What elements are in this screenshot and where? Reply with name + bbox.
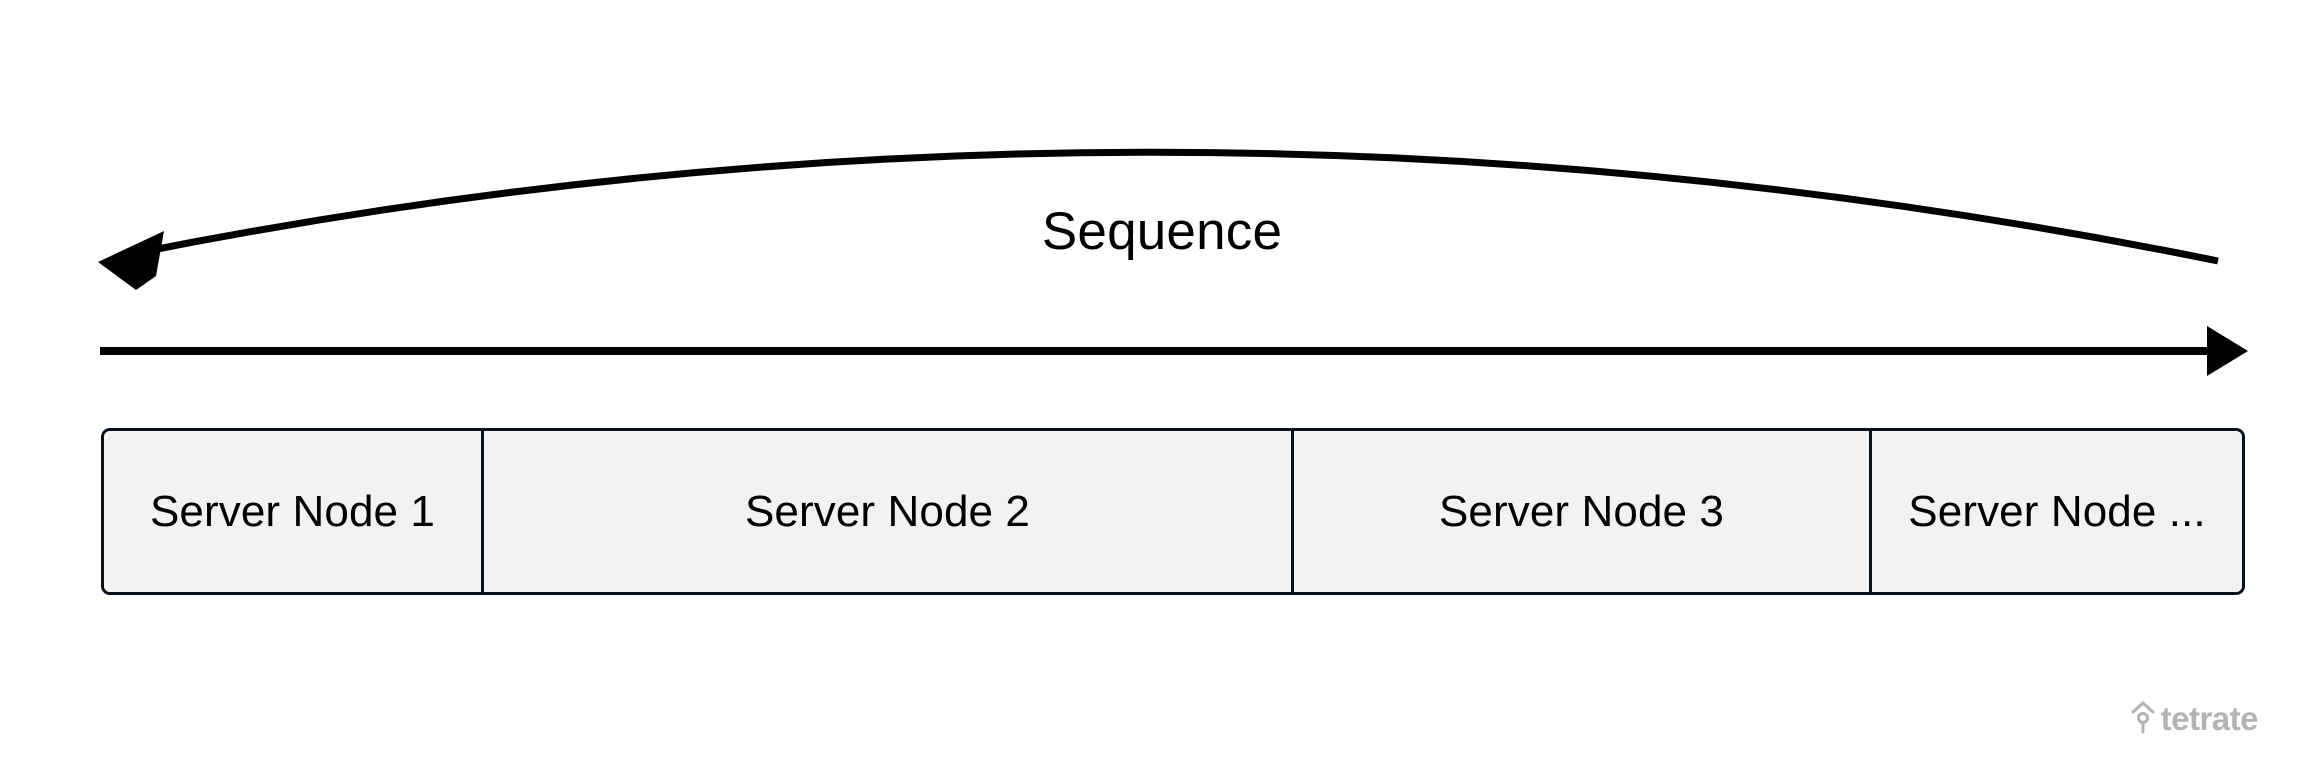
tetrate-arrow-pin-icon	[2131, 701, 2155, 734]
server-node-label-2: Server Node 2	[744, 486, 1030, 536]
tetrate-watermark: tetrate	[2130, 699, 2259, 737]
server-node-label-4: Server Node ...	[1908, 486, 2206, 536]
tetrate-wordmark: tetrate	[2160, 699, 2259, 737]
timeline-arrow-arrowhead	[2207, 326, 2248, 376]
server-node-cell-2[interactable]: Server Node 2	[484, 431, 1294, 592]
sequence-label: Sequence	[1041, 202, 1283, 261]
server-node-bar: Server Node 1 Server Node 2 Server Node …	[101, 428, 2245, 595]
server-node-cell-4[interactable]: Server Node ...	[1872, 431, 2242, 592]
server-node-label-3: Server Node 3	[1438, 486, 1724, 536]
server-node-cell-3[interactable]: Server Node 3	[1294, 431, 1872, 592]
timeline-arrow	[100, 326, 2248, 376]
server-node-label-1: Server Node 1	[149, 486, 435, 536]
server-node-cell-1[interactable]: Server Node 1	[104, 431, 484, 592]
